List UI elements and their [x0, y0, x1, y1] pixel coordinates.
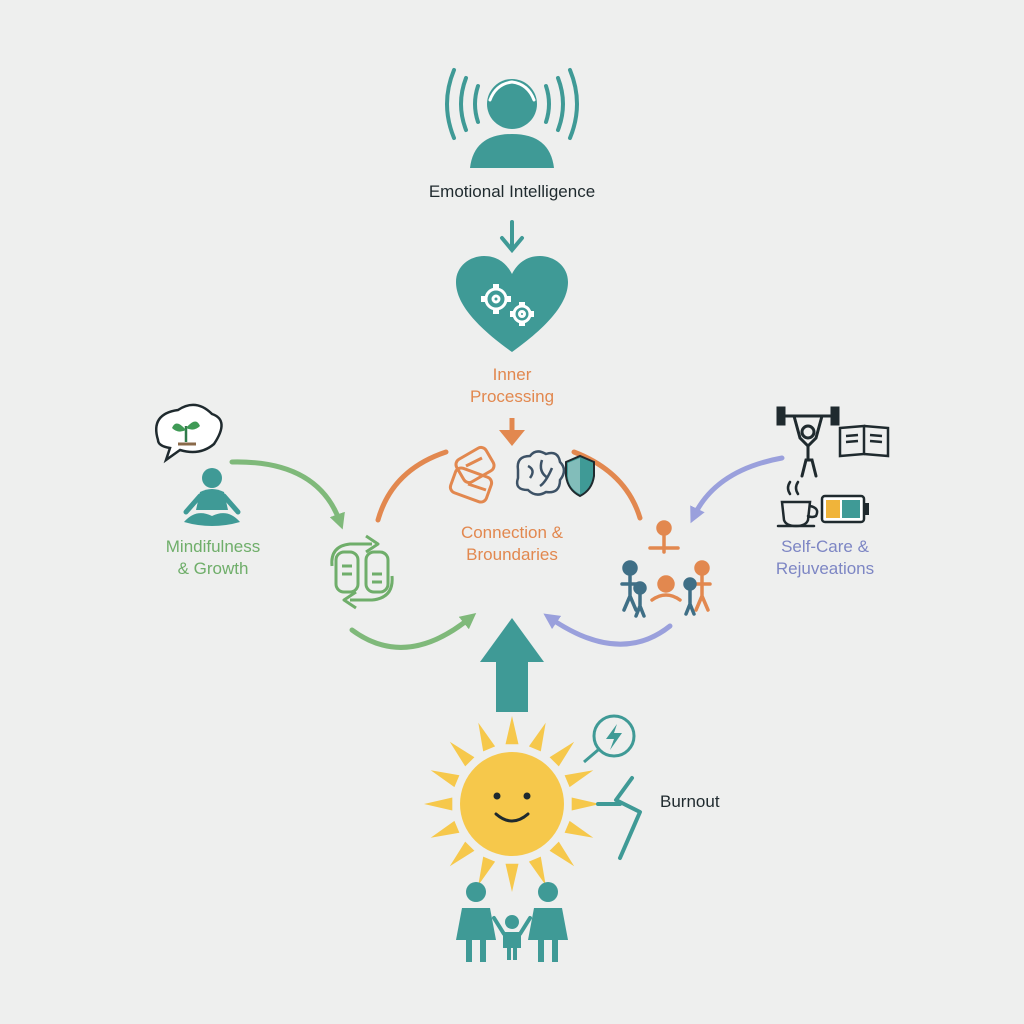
sun-ray: [564, 820, 594, 838]
sun-ray: [449, 841, 475, 867]
meditation-icon: [183, 468, 241, 526]
arrow-inner-to-connection: [499, 418, 525, 446]
sun-smile-icon: [424, 716, 600, 892]
label-inner-processing-line2: Processing: [469, 387, 555, 406]
sun-ray: [478, 856, 496, 886]
heart-gears-icon: [456, 256, 568, 352]
label-connection-line1: Connection &: [460, 523, 564, 542]
arrow-ei-to-heart: [500, 220, 524, 254]
label-emotional-intelligence: Emotional Intelligence: [428, 182, 596, 201]
shield-icon: [565, 454, 595, 498]
sun-ray: [430, 770, 460, 788]
arc-green-upper: [229, 459, 345, 530]
big-up-arrow: [480, 618, 544, 712]
arc-purple-upper: [690, 455, 785, 524]
sun-ray: [571, 797, 600, 811]
arc-orange-right: [571, 449, 643, 521]
handshake-icon: [448, 445, 496, 504]
arc-orange-left: [375, 449, 449, 523]
label-self-care: Self-Care & Rejuveations: [740, 536, 910, 580]
weightlifter-icon: [776, 406, 840, 478]
zigzag-icon: [596, 776, 642, 860]
lightning-circle-icon: [583, 714, 636, 764]
sun-ray: [528, 722, 546, 752]
sun-ray: [549, 741, 575, 767]
arc-purple-lower: [543, 613, 673, 647]
family-icon: [456, 882, 568, 962]
label-mindfulness-growth: Mindifulness & Growth: [128, 536, 298, 580]
sun-ray: [449, 741, 475, 767]
sun-ray: [424, 797, 453, 811]
sun-ray: [528, 856, 546, 886]
book-icon: [838, 424, 890, 458]
sun-ray: [549, 841, 575, 867]
label-mindfulness-line2: & Growth: [177, 559, 249, 578]
label-connection-boundaries: Connection & Broundaries: [412, 522, 612, 566]
label-self-care-line1: Self-Care &: [781, 537, 869, 556]
label-mindfulness-line1: Mindifulness: [165, 537, 261, 556]
label-burnout: Burnout: [660, 792, 720, 811]
arc-green-lower: [349, 612, 477, 650]
people-group-icon: [620, 520, 712, 618]
sun-ray: [505, 716, 519, 745]
sun-ray: [564, 770, 594, 788]
thought-bubble-sprout-icon: [155, 403, 223, 464]
label-inner-processing-line1: Inner: [492, 365, 532, 384]
person-speaking-icon: [445, 68, 579, 168]
label-inner-processing: Inner Processing: [412, 364, 612, 408]
label-connection-line2: Broundaries: [466, 545, 558, 564]
sun-ray: [430, 820, 460, 838]
brain-icon: [515, 450, 566, 496]
coffee-cup-icon: [776, 480, 819, 528]
battery-icon: [820, 494, 869, 524]
label-self-care-line2: Rejuveations: [775, 559, 875, 578]
sun-ray: [478, 722, 496, 752]
recycle-hands-icon: [330, 534, 394, 610]
sun-ray: [505, 863, 519, 892]
